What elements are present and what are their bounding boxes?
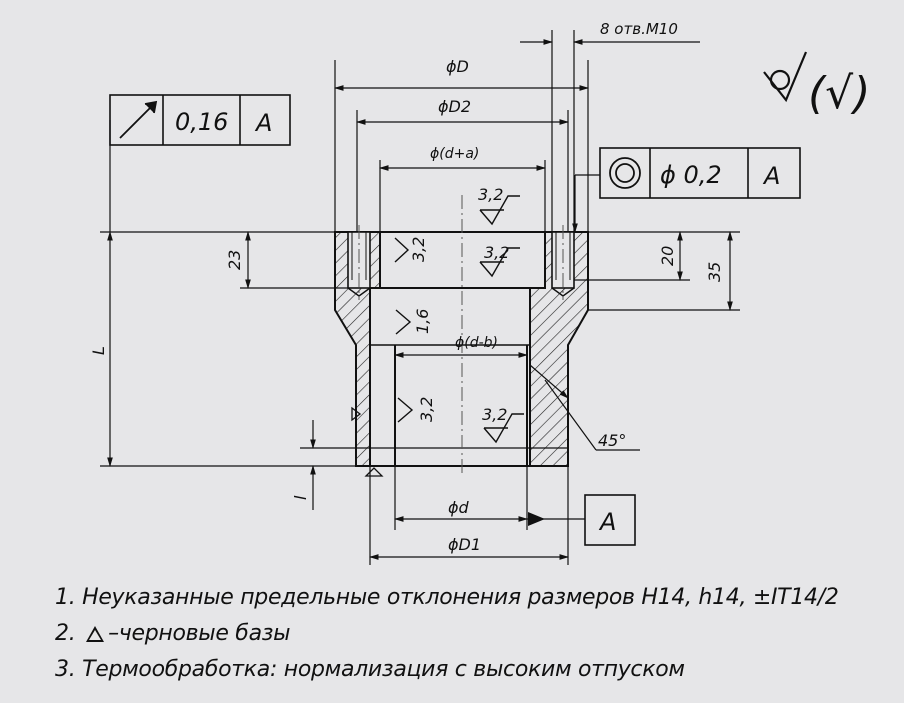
roughness-marks (394, 195, 524, 444)
note-1: 1. Неуказанные предельные отклонения раз… (55, 585, 839, 610)
runout-datum: A (254, 109, 272, 137)
dim-L: L (89, 346, 108, 355)
roughness-inner-low: 3,2 (417, 397, 436, 422)
roughness-top: 3,2 (478, 185, 503, 204)
dim-d-plus-a: ϕ(d+a) (430, 146, 479, 162)
dim-45: 45° (598, 431, 626, 450)
center-lines (358, 195, 564, 475)
triangle-icon (86, 626, 105, 642)
default-roughness-icon (763, 51, 808, 103)
datum-label: A (598, 508, 616, 536)
dim-D: ϕD (446, 57, 469, 76)
dim-holes: 8 отв.М10 (600, 20, 678, 38)
concentricity-frame (599, 147, 801, 199)
note-2-number: 2. (55, 621, 76, 646)
datum-markers (351, 406, 545, 526)
dim-23: 23 (225, 250, 244, 270)
dim-l: l (291, 495, 310, 500)
notes-block: 1. Неуказанные предельные отклонения раз… (55, 580, 895, 688)
dim-d-minus-b: ϕ(d-b) (455, 335, 498, 351)
runout-frame (109, 94, 291, 146)
dim-35: 35 (705, 262, 724, 282)
roughness-inner: 1,6 (413, 309, 432, 334)
concentricity-value: ϕ 0,2 (660, 161, 722, 189)
concentricity-icon (609, 157, 641, 189)
default-roughness-text: (√) (808, 68, 870, 119)
runout-arrow-icon (119, 100, 158, 139)
dim-D1: ϕD1 (448, 535, 481, 554)
concentricity-datum: A (762, 162, 780, 190)
dimension-lines (100, 30, 740, 565)
runout-value: 0,16 (175, 108, 228, 136)
datum-frame (584, 494, 636, 546)
note-3: 3. Термообработка: нормализация с высоки… (55, 657, 685, 682)
roughness-bore-top: 3,2 (484, 243, 509, 262)
dim-D2: ϕD2 (438, 97, 471, 116)
note-2-text: –черновые базы (108, 621, 291, 646)
dim-d: ϕd (448, 498, 470, 517)
roughness-bore-bottom: 3,2 (482, 405, 507, 424)
roughness-face: 3,2 (409, 237, 428, 262)
dim-20: 20 (658, 246, 677, 266)
note-2: 2. –черновые базы (55, 616, 895, 652)
